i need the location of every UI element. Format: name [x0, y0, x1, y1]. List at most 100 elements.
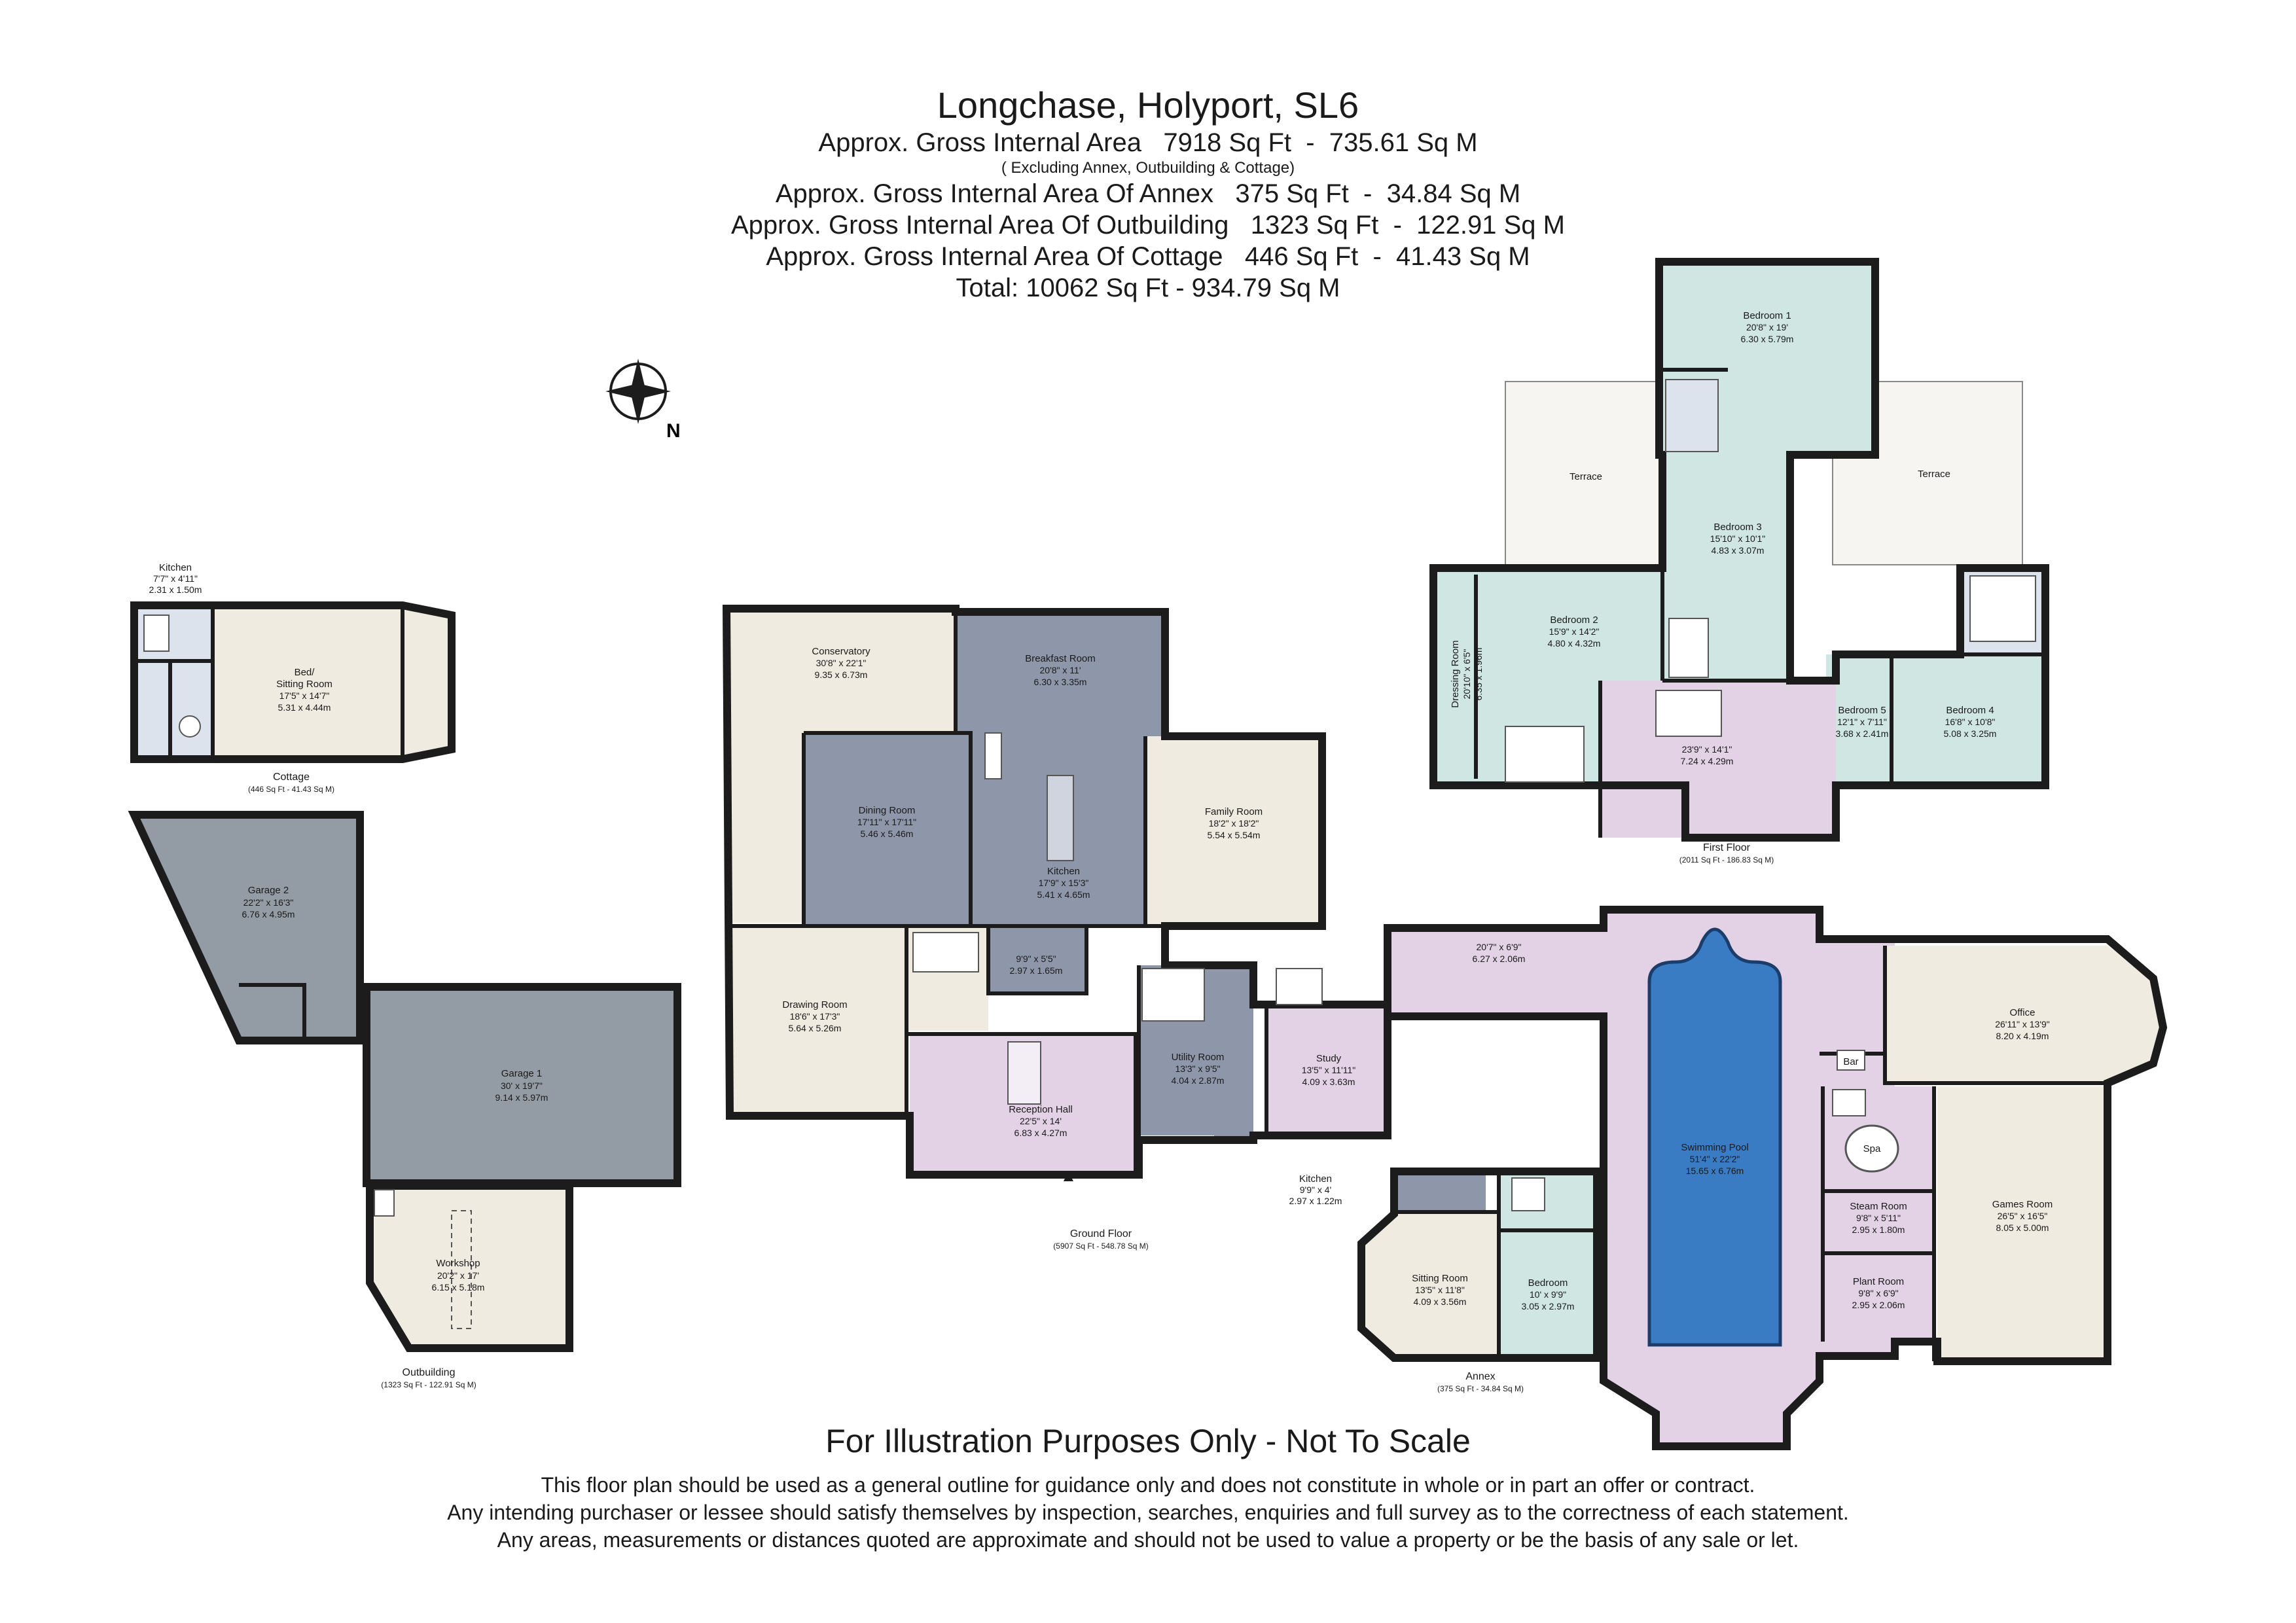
- cottage-kitchen-name: Kitchen: [159, 562, 192, 573]
- conservatory-metric: 9.35 x 6.73m: [815, 669, 868, 680]
- landing-metric: 7.24 x 4.29m: [1681, 756, 1734, 766]
- small-room-dims: 9'9" x 5'5": [1016, 954, 1056, 964]
- kitchen-metric: 5.41 x 4.65m: [1037, 889, 1090, 900]
- utility-room-name: Utility Room: [1172, 1052, 1225, 1063]
- annex-sitting-name: Sitting Room: [1412, 1273, 1468, 1284]
- utility-room-dims: 13'3" x 9'5": [1175, 1063, 1221, 1074]
- garage2-name: Garage 2: [248, 885, 289, 896]
- ground-floor-label: Ground Floor: [1070, 1228, 1132, 1240]
- bed-sitting-metric: 5.31 x 4.44m: [278, 702, 331, 713]
- disclaimer-line-2: Any intending purchaser or lessee should…: [447, 1501, 1849, 1524]
- breakfast-room-metric: 6.30 x 3.35m: [1034, 677, 1087, 687]
- bedroom4-dims: 16'8" x 10'8": [1945, 717, 1996, 727]
- annex-kitchen-dims: 9'9" x 4': [1300, 1185, 1331, 1195]
- plant-room-dims: 9'8" x 6'9": [1858, 1288, 1898, 1298]
- bedroom2-metric: 4.80 x 4.32m: [1548, 638, 1601, 649]
- cottage-kitchen-dims: 7'7" x 4'11": [153, 573, 198, 584]
- office-metric: 8.20 x 4.19m: [1996, 1031, 2049, 1041]
- annex-sitting-dims: 13'5" x 11'8": [1415, 1285, 1465, 1295]
- annex-bedroom-dims: 10' x 9'9": [1530, 1289, 1566, 1300]
- study-dims: 13'5" x 11'11": [1302, 1065, 1356, 1075]
- annex-kitchen-name: Kitchen: [1299, 1173, 1332, 1185]
- utility-room-metric: 4.04 x 2.87m: [1172, 1075, 1225, 1086]
- plant-room-name: Plant Room: [1853, 1276, 1904, 1287]
- games-room-name: Games Room: [1992, 1199, 2053, 1210]
- family-room-metric: 5.54 x 5.54m: [1208, 830, 1261, 840]
- bedroom5-metric: 3.68 x 2.41m: [1836, 728, 1889, 739]
- corridor-dims: 20'7" x 6'9": [1477, 942, 1522, 952]
- bedroom3-name: Bedroom 3: [1713, 522, 1761, 533]
- annex-label: Annex: [1465, 1371, 1495, 1382]
- bedroom2-dims: 15'9" x 14'2": [1549, 626, 1600, 637]
- bedroom3-metric: 4.83 x 3.07m: [1712, 545, 1765, 556]
- garage1-name: Garage 1: [501, 1068, 543, 1079]
- landing-dims: 23'9" x 14'1": [1682, 744, 1732, 755]
- plan-header: Longchase, Holyport, SL6 Approx. Gross I…: [0, 84, 2296, 304]
- family-room-name: Family Room: [1205, 806, 1263, 817]
- first-floor-plan: Bedroom 1 20'8" x 19' 6.30 x 5.79m Terra…: [1429, 258, 2049, 865]
- bed-sitting-name: Bed/: [295, 667, 315, 678]
- cottage-plan: Kitchen 7'7" x 4'11" 2.31 x 1.50m Bed/ S…: [130, 562, 456, 794]
- swimming-pool-name: Swimming Pool: [1681, 1142, 1748, 1153]
- study-metric: 4.09 x 3.63m: [1302, 1077, 1355, 1087]
- spa-name: Spa: [1863, 1143, 1881, 1154]
- dressing-room-metric: 6.35 x 1.96m: [1473, 648, 1484, 701]
- main-area-note: ( Excluding Annex, Outbuilding & Cottage…: [1001, 159, 1295, 177]
- bed-sitting-name-2: Sitting Room: [276, 679, 332, 690]
- study-name: Study: [1316, 1053, 1342, 1064]
- breakfast-room-name: Breakfast Room: [1025, 653, 1096, 664]
- swimming-pool-metric: 15.65 x 6.76m: [1686, 1166, 1744, 1176]
- corridor-metric: 6.27 x 2.06m: [1473, 954, 1526, 964]
- garage1-dims: 30' x 19'7": [501, 1080, 543, 1091]
- dining-room-dims: 17'11" x 17'11": [857, 817, 916, 827]
- workshop-dims: 20'2" x 17': [437, 1270, 479, 1281]
- bedroom2-name: Bedroom 2: [1550, 615, 1598, 626]
- leisure-wing-plan: 20'7" x 6'9" 6.27 x 2.06m Office 26'11" …: [1384, 906, 2168, 1450]
- conservatory-name: Conservatory: [812, 646, 870, 657]
- compass-north-label: N: [666, 420, 681, 442]
- total-area-line: Total: 10062 Sq Ft - 934.79 Sq M: [956, 274, 1340, 302]
- bedroom5-dims: 12'1" x 7'11": [1837, 717, 1887, 727]
- ground-floor-area: (5907 Sq Ft - 548.78 Sq M): [1053, 1241, 1148, 1251]
- bed-sitting-dims: 17'5" x 14'7": [279, 690, 330, 701]
- annex-sitting-metric: 4.09 x 3.56m: [1414, 1296, 1467, 1307]
- games-room-metric: 8.05 x 5.00m: [1996, 1222, 2049, 1233]
- cottage-kitchen-metric: 2.31 x 1.50m: [149, 584, 202, 595]
- illustration-note: For Illustration Purposes Only - Not To …: [825, 1423, 1471, 1459]
- outbuilding-area: (1323 Sq Ft - 122.91 Sq M): [381, 1380, 476, 1389]
- drawing-room-metric: 5.64 x 5.26m: [789, 1023, 842, 1033]
- outbuilding-plan: Garage 2 22'2" x 16'3" 6.76 x 4.95m Gara…: [128, 811, 681, 1389]
- bedroom1-name: Bedroom 1: [1743, 310, 1791, 321]
- garage2-dims: 22'2" x 16'3": [243, 897, 294, 908]
- outbuilding-label: Outbuilding: [403, 1367, 456, 1378]
- annex-area-line: Approx. Gross Internal Area Of Annex 375…: [775, 179, 1521, 208]
- disclaimer-line-1: This floor plan should be used as a gene…: [541, 1473, 1755, 1497]
- games-room-dims: 26'5" x 16'5": [1998, 1211, 2048, 1221]
- kitchen-dims: 17'9" x 15'3": [1039, 878, 1089, 888]
- annex-bedroom-name: Bedroom: [1528, 1277, 1568, 1289]
- dining-room-metric: 5.46 x 5.46m: [861, 829, 914, 839]
- bar-name: Bar: [1843, 1056, 1858, 1067]
- reception-hall-name: Reception Hall: [1009, 1104, 1073, 1115]
- terrace-left-name: Terrace: [1570, 471, 1602, 482]
- office-name: Office: [2010, 1007, 2036, 1018]
- kitchen-name: Kitchen: [1047, 866, 1080, 877]
- family-room-dims: 18'2" x 18'2": [1209, 818, 1259, 829]
- drawing-room-dims: 18'6" x 17'3": [790, 1011, 840, 1022]
- dressing-room-name: Dressing Room: [1450, 640, 1461, 707]
- garage2-metric: 6.76 x 4.95m: [242, 909, 295, 919]
- first-floor-area: (2011 Sq Ft - 186.83 Sq M): [1679, 855, 1774, 865]
- disclaimer-line-3: Any areas, measurements or distances quo…: [497, 1528, 1799, 1552]
- reception-hall-metric: 6.83 x 4.27m: [1014, 1128, 1067, 1138]
- bedroom1-metric: 6.30 x 5.79m: [1741, 334, 1794, 344]
- cottage-area-line: Approx. Gross Internal Area Of Cottage 4…: [766, 242, 1530, 271]
- bedroom5-name: Bedroom 5: [1838, 705, 1886, 716]
- reception-hall-dims: 22'5" x 14': [1020, 1116, 1062, 1126]
- first-floor-label: First Floor: [1703, 842, 1751, 853]
- workshop-metric: 6.15 x 5.18m: [432, 1282, 485, 1293]
- annex-plan: Kitchen 9'9" x 4' 2.97 x 1.22m Sitting R…: [1289, 1168, 1601, 1393]
- annex-kitchen-metric: 2.97 x 1.22m: [1289, 1196, 1342, 1206]
- bedroom4-name: Bedroom 4: [1946, 705, 1994, 716]
- small-room-metric: 2.97 x 1.65m: [1010, 965, 1063, 976]
